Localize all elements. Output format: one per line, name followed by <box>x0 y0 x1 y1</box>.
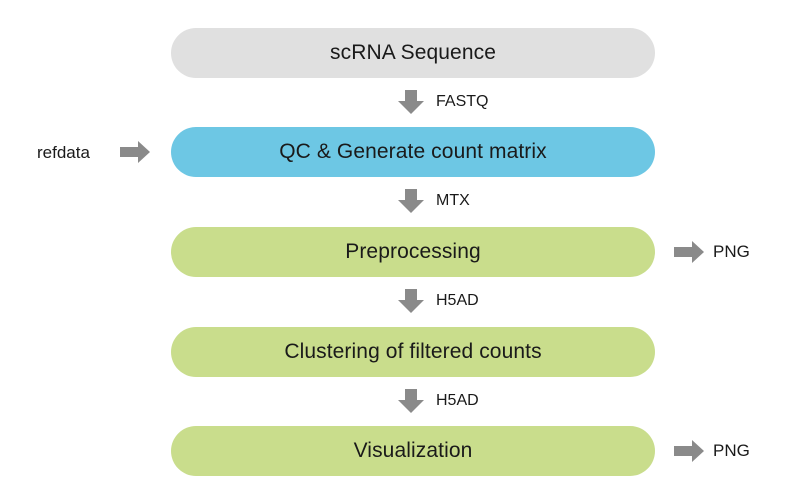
edge-label-mtx: MTX <box>436 192 470 209</box>
node-qc-count-matrix-label: QC & Generate count matrix <box>279 140 547 163</box>
edge-label-h5ad-2: H5AD <box>436 392 479 409</box>
node-scrna-sequence: scRNA Sequence <box>171 28 655 78</box>
arrow-right-icon <box>120 141 150 163</box>
edge-label-fastq: FASTQ <box>436 93 489 110</box>
node-preprocessing-label: Preprocessing <box>345 240 481 263</box>
arrow-down-icon <box>398 389 424 413</box>
node-qc-count-matrix: QC & Generate count matrix <box>171 127 655 177</box>
edge-label-h5ad-1: H5AD <box>436 292 479 309</box>
arrow-right-icon <box>674 440 704 462</box>
output-label-preprocessing-png: PNG <box>713 242 750 261</box>
arrow-down-icon <box>398 90 424 114</box>
node-preprocessing: Preprocessing <box>171 227 655 277</box>
node-visualization: Visualization <box>171 426 655 476</box>
node-scrna-sequence-label: scRNA Sequence <box>330 41 496 64</box>
node-visualization-label: Visualization <box>353 439 473 462</box>
node-clustering-label: Clustering of filtered counts <box>284 340 542 363</box>
arrow-right-icon <box>674 241 704 263</box>
output-label-visualization-png: PNG <box>713 441 750 460</box>
arrow-down-icon <box>398 189 424 213</box>
arrow-down-icon <box>398 289 424 313</box>
input-label-refdata: refdata <box>37 143 90 162</box>
node-clustering: Clustering of filtered counts <box>171 327 655 377</box>
